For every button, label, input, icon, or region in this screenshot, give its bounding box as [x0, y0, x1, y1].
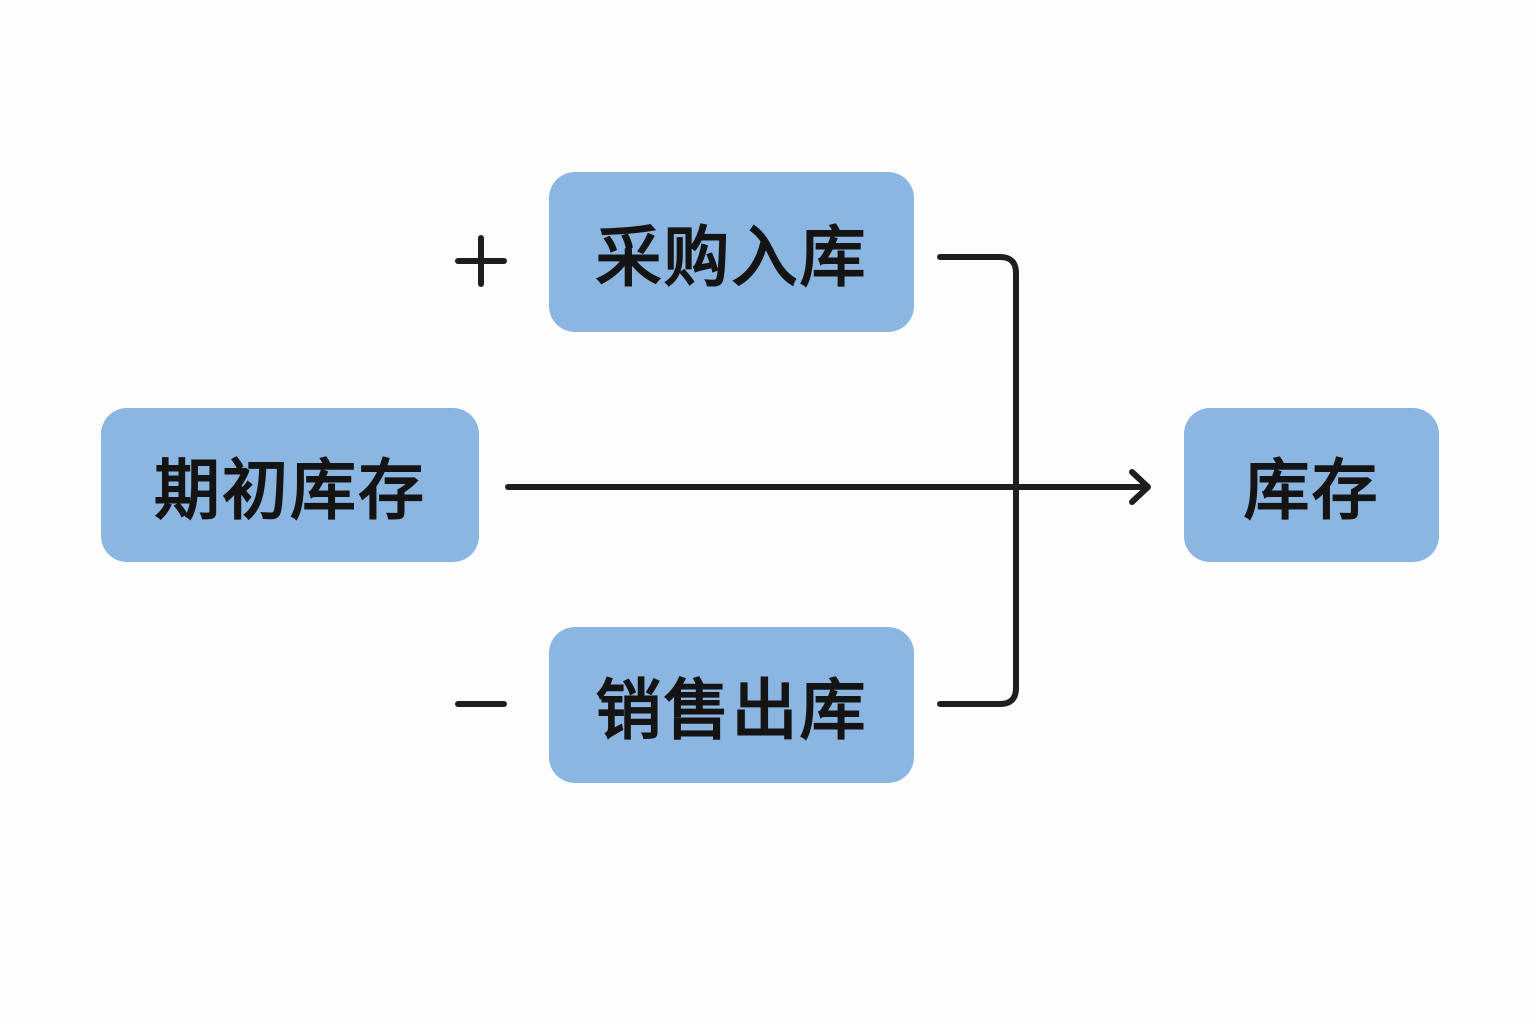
purchase-connector: [937, 254, 1019, 490]
node-sales-outbound: 销售出库: [549, 627, 914, 783]
node-opening-inventory: 期初库存: [101, 408, 479, 562]
arrow-head-icon: [1129, 469, 1151, 505]
sales-connector: [937, 484, 1019, 707]
plus-icon: [455, 235, 507, 287]
node-purchase-inbound: 采购入库: [549, 172, 914, 332]
node-inventory: 库存: [1184, 408, 1439, 562]
minus-icon: [455, 701, 507, 707]
